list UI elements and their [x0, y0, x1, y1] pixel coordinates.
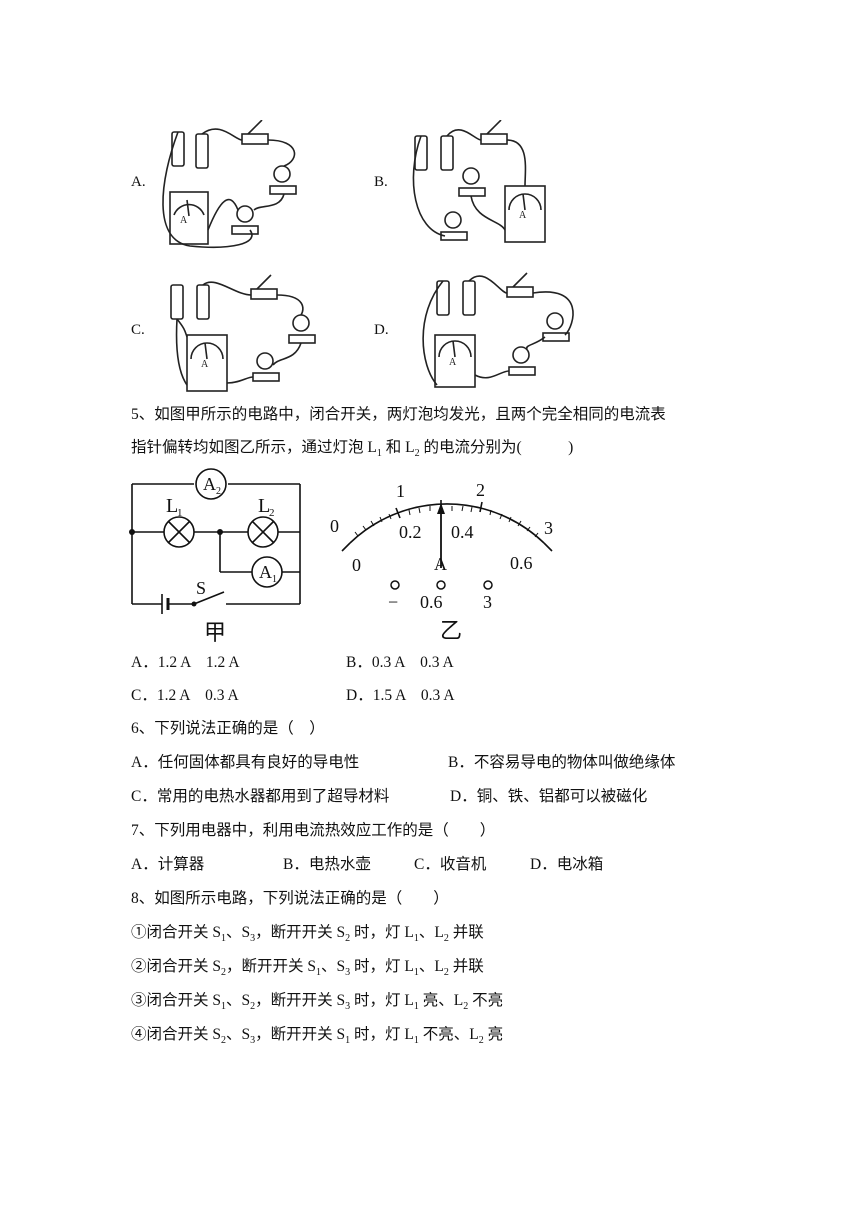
q7-option-a[interactable]: A．计算器 [131, 856, 205, 873]
dial-bottom-tick-1: 0.2 [399, 522, 422, 542]
dial-bottom-tick-0: 0 [352, 555, 361, 575]
label-a2: A [203, 474, 216, 494]
q7-option-b[interactable]: B．电热水壶 [283, 856, 371, 873]
circuit-diagram-jia: A 2 L 1 L 2 A 1 S 甲 [129, 468, 301, 645]
label-l1: L [166, 495, 178, 517]
svg-text:A: A [201, 359, 209, 370]
q5-stem-text-b: 和 L [381, 439, 415, 456]
q8-statement-2: ②闭合开关 S2，断开开关 S1、S3 时，灯 L1、L2 并联 [131, 958, 484, 979]
dial-bottom-tick-2: 0.4 [451, 522, 474, 542]
q8-statement-4: ④闭合开关 S2、S3，断开开关 S1 时，灯 L1 不亮、L2 亮 [131, 1026, 504, 1047]
q5-stem-text-c: 的电流分别为( ) [419, 439, 574, 456]
dial-top-tick-0: 0 [330, 516, 339, 536]
q5-option-a[interactable]: A．1.2 A 1.2 A [131, 654, 240, 671]
dial-top-tick-3: 3 [544, 518, 553, 538]
label-a1-sub: 1 [272, 574, 277, 585]
lamp-l1 [163, 516, 195, 548]
q5-stem-line2: 指针偏转均如图乙所示，通过灯泡 L1 和 L2 的电流分别为( ) [131, 438, 573, 464]
q8-statement-3: ③闭合开关 S1、S2，断开开关 S3 时，灯 L1 亮、L2 不亮 [131, 992, 504, 1013]
svg-text:A: A [519, 210, 527, 221]
label-l2: L [258, 495, 270, 517]
label-l1-sub: 1 [177, 507, 183, 519]
q6-stem: 6、下列说法正确的是（ ） [131, 720, 325, 737]
q7-option-d[interactable]: D．电冰箱 [530, 856, 604, 873]
label-a2-sub: 2 [216, 486, 221, 497]
option-b-label: B. [374, 174, 388, 190]
q8-statement-1: ①闭合开关 S1、S3，断开开关 S2 时，灯 L1、L2 并联 [131, 924, 484, 945]
circuit-photo-c: A [170, 274, 316, 392]
svg-text:A: A [180, 215, 188, 226]
option-d-label: D. [374, 322, 389, 338]
circuit-photo-b: A [412, 120, 546, 243]
label-a1: A [259, 562, 272, 582]
circuit-photo-a: A [162, 120, 297, 249]
q5-stem-sub1: 1 [376, 448, 382, 460]
label-switch-s: S [196, 578, 206, 598]
q5-option-b[interactable]: B．0.3 A 0.3 A [346, 654, 454, 671]
q8-stem: 8、如图所示电路，下列说法正确的是（ ） [131, 890, 449, 907]
q5-option-c[interactable]: C．1.2 A 0.3 A [131, 687, 239, 704]
option-c-label: C. [131, 322, 145, 338]
q5-stem-text-a: 指针偏转均如图乙所示，通过灯泡 L [131, 439, 377, 456]
q6-option-a[interactable]: A．任何固体都具有良好的导电性 [131, 754, 360, 771]
lamp-l2 [247, 516, 279, 548]
dial-top-tick-2: 2 [476, 480, 485, 500]
q7-stem: 7、下列用电器中，利用电流热效应工作的是（ ） [131, 822, 496, 839]
caption-jia: 甲 [204, 620, 226, 645]
ammeter-a2 [195, 468, 227, 500]
dial-unit-a: A [434, 554, 447, 574]
svg-text:A: A [449, 357, 457, 368]
q6-option-b[interactable]: B．不容易导电的物体叫做绝缘体 [448, 754, 676, 771]
q6-option-d[interactable]: D．铜、铁、铝都可以被磁化 [450, 788, 648, 805]
terminal-0-6: 0.6 [420, 592, 443, 612]
terminal-negative: − [388, 592, 398, 612]
circuit-photo-d: A [422, 272, 574, 388]
caption-yi: 乙 [440, 618, 462, 643]
dial-top-tick-1: 1 [396, 481, 405, 501]
q5-stem-line1: 5、如图甲所示的电路中，闭合开关，两灯泡均发光，且两个完全相同的电流表 [131, 406, 666, 423]
terminal-3: 3 [483, 592, 492, 612]
ammeter-dial-yi: 0 1 2 3 0 0.2 0.4 0.6 A − 0.6 3 乙 [330, 480, 553, 643]
label-l2-sub: 2 [269, 507, 275, 519]
q7-option-c[interactable]: C．收音机 [414, 856, 487, 873]
q6-option-c[interactable]: C．常用的电热水器都用到了超导材料 [131, 788, 390, 805]
option-a-label: A. [131, 174, 146, 190]
dial-bottom-tick-3: 0.6 [510, 553, 533, 573]
q5-stem-sub2: 2 [414, 448, 420, 460]
q5-option-d[interactable]: D．1.5 A 0.3 A [346, 687, 455, 704]
